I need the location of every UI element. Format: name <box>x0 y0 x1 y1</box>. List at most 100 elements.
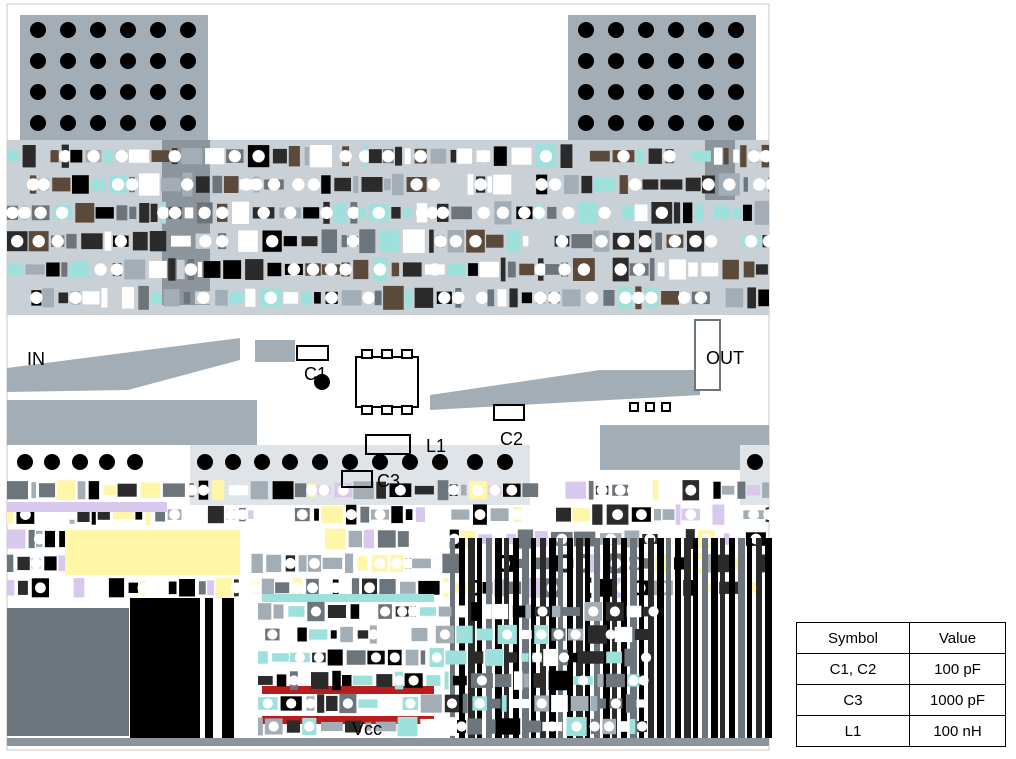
texture-cell <box>275 582 290 594</box>
texture-cell <box>52 177 71 192</box>
texture-dot <box>515 150 528 163</box>
texture-dot <box>448 484 459 496</box>
texture-cell <box>513 671 523 690</box>
texture-cell <box>471 602 481 621</box>
texture-cell <box>430 148 447 164</box>
texture-cell <box>437 480 449 501</box>
texture-dot <box>553 629 564 640</box>
texture-cell <box>317 694 325 713</box>
texture-cell <box>506 533 517 545</box>
texture-cell <box>350 604 360 619</box>
texture-dot <box>267 629 278 640</box>
texture-dot <box>237 509 248 520</box>
texture-cell <box>669 259 686 280</box>
texture-cell <box>82 291 100 305</box>
texture-cell <box>606 651 622 664</box>
via <box>99 454 115 470</box>
via <box>578 115 594 131</box>
texture-dot <box>489 484 501 496</box>
texture-dot <box>18 206 31 219</box>
texture-dot <box>339 150 352 163</box>
ground-region-left <box>7 400 257 445</box>
texture-cell <box>168 258 176 281</box>
via <box>372 454 388 470</box>
texture-dot <box>292 582 303 594</box>
texture-cell <box>39 483 56 498</box>
via <box>225 454 241 470</box>
texture-cell <box>112 510 134 520</box>
texture-dot <box>762 235 776 248</box>
texture-cell <box>321 722 343 732</box>
texture-cell <box>327 649 343 666</box>
texture-dot <box>264 291 277 304</box>
texture-cell <box>661 291 679 305</box>
texture-dot <box>307 582 318 594</box>
texture-cell <box>66 233 77 249</box>
texture-cell <box>128 582 139 593</box>
texture-dot <box>330 582 342 594</box>
texture-dot <box>11 235 24 248</box>
texture-dot <box>668 235 682 248</box>
texture-cell <box>509 288 518 308</box>
texture-dot <box>6 206 19 219</box>
texture-dot <box>294 652 305 663</box>
via-array-top <box>30 22 744 131</box>
texture-cell <box>428 624 434 645</box>
texture-cell <box>760 554 766 573</box>
texture-dot <box>92 582 103 594</box>
output-pad <box>694 319 721 391</box>
texture-cell <box>662 509 675 520</box>
table-header-row: Symbol Value <box>796 622 1006 654</box>
texture-dot <box>610 698 622 709</box>
texture-dot <box>299 675 310 686</box>
texture-dot <box>558 652 570 663</box>
texture-cell <box>743 204 752 221</box>
texture-cell <box>357 630 369 639</box>
texture-dot <box>604 721 615 732</box>
texture-cell <box>297 627 307 642</box>
texture-dot <box>641 652 652 663</box>
texture-cell <box>108 578 125 598</box>
texture-dot <box>452 291 465 304</box>
texture-dot <box>287 263 301 276</box>
texture-cell <box>140 482 161 498</box>
texture-cell <box>273 509 292 520</box>
texture-cell <box>532 235 553 247</box>
texture-cell <box>721 485 735 495</box>
texture-cell <box>272 653 289 662</box>
texture-cell <box>395 146 402 166</box>
texture-cell <box>501 695 507 712</box>
texture-dot <box>632 263 646 276</box>
texture-dot <box>325 291 338 304</box>
via <box>312 454 328 470</box>
texture-dot <box>32 235 45 248</box>
texture-cell <box>673 202 681 224</box>
texture-cell <box>261 578 274 597</box>
texture-dot <box>428 263 442 276</box>
texture-cell <box>212 480 225 501</box>
stripe <box>729 538 735 738</box>
texture-cell <box>353 150 362 163</box>
texture-dot <box>231 582 242 594</box>
texture-cell <box>7 529 26 549</box>
texture-dot <box>110 263 124 276</box>
texture-cell <box>7 481 28 500</box>
texture-dot <box>527 509 539 520</box>
texture-cell <box>116 205 128 221</box>
via <box>638 84 654 100</box>
texture-cell <box>467 718 482 735</box>
texture-dot <box>168 150 181 163</box>
texture-dot <box>132 150 146 163</box>
via <box>578 53 594 69</box>
texture-cell <box>543 648 559 667</box>
texture-cell <box>420 694 442 713</box>
texture-dot <box>262 698 273 709</box>
texture-dot <box>181 178 194 191</box>
via <box>638 53 654 69</box>
texture-cell <box>381 626 399 643</box>
texture-cell <box>81 233 103 250</box>
texture-cell <box>403 207 413 218</box>
texture-cell <box>287 529 302 549</box>
texture-cell <box>603 290 615 306</box>
via <box>60 115 76 131</box>
